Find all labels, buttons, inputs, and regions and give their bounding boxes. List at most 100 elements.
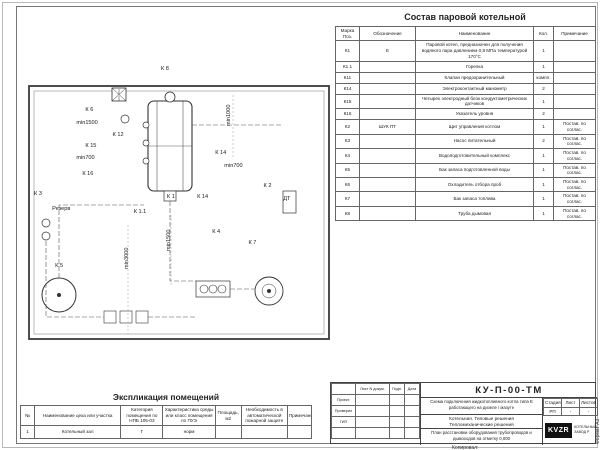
table-cell: Постав. по соглас. [553, 191, 596, 207]
table-cell: Клапан предохранительный [415, 71, 534, 84]
kvzr-logo-text: KVZR [548, 426, 570, 434]
piping-lines [45, 88, 283, 318]
table-cell: К2 [335, 119, 360, 135]
table-cell [359, 60, 416, 73]
table-cell: Указатель уровня [415, 108, 534, 121]
table-cell [389, 394, 405, 406]
table-cell: К3 [335, 133, 360, 150]
table-cell [553, 108, 596, 121]
table-cell: 1 [533, 40, 554, 62]
table-cell [389, 416, 405, 428]
table-cell: К16 [335, 108, 360, 121]
table-cell: К1 [335, 40, 360, 62]
sheet-title: План расстановки оборудования трубопрово… [421, 429, 543, 445]
table-cell [355, 427, 390, 439]
table-cell [359, 108, 416, 121]
table-cell [553, 93, 596, 110]
table-row [331, 427, 420, 439]
boiler-symbol [142, 91, 193, 202]
table-cell: К14 [335, 82, 360, 95]
plan-label: min1500 [165, 229, 172, 251]
table-cell: Бак запаса топлива [415, 191, 534, 207]
table-cell: Четырех электродный блок кондуктометриче… [415, 93, 534, 110]
table-cell: компл. [533, 71, 554, 84]
table-cell: Постав. по соглас. [553, 205, 596, 222]
column-header: Примечание [553, 25, 596, 42]
column-header: Обозначение [359, 25, 416, 42]
chimney-symbol [111, 87, 127, 102]
table-cell: 1 [533, 148, 554, 164]
plan-label: К 14 [197, 193, 209, 200]
column-header: Наименование цеха или участка [34, 404, 122, 427]
scheme-title: Схема подключения жидкотопливного котла … [421, 398, 543, 415]
table-cell [553, 82, 596, 95]
table-cell: норм [162, 425, 216, 440]
table-cell: Е [359, 40, 416, 62]
table-cell [359, 71, 416, 84]
column-header: Подп. [389, 383, 405, 395]
table-cell [404, 394, 420, 406]
column-header: Листов [579, 398, 598, 408]
table-cell [359, 205, 416, 222]
table-cell [286, 425, 313, 440]
pump-symbols [41, 218, 51, 241]
table-cell: Проект. [331, 394, 356, 406]
table-cell [389, 427, 405, 439]
table-cell: 2 [533, 133, 554, 150]
table-row: К15 Четырех электродный блок кондуктометр… [335, 93, 596, 110]
plan-label: К 2 [263, 183, 272, 190]
table-cell [359, 93, 416, 110]
table-cell: 1 [19, 425, 36, 440]
column-header: Примечание [286, 404, 313, 427]
table-cell: Постав. по соглас. [553, 176, 596, 193]
table-cell [404, 427, 420, 439]
project-name-line1: Котельная. Типовые решения [449, 416, 514, 421]
table-cell [355, 416, 390, 428]
kvzr-logo: KVZR [545, 422, 573, 438]
table-cell [355, 405, 390, 417]
water-tank-symbol [41, 277, 77, 313]
table-row: Проверил [331, 405, 420, 417]
table-row: РП-- [543, 406, 598, 417]
plan-label: К 1.1 [133, 208, 147, 215]
plan-label: К 7 [248, 239, 257, 246]
table-cell: К8 [335, 205, 360, 222]
explication-title: Экспликация помещений [112, 392, 220, 402]
plan-label: К 5 [55, 262, 64, 269]
plan-label: min700 [76, 155, 95, 162]
drawing-frame [16, 6, 596, 444]
table-cell: К6 [335, 176, 360, 193]
table-cell: К1.1 [335, 60, 360, 73]
table-row: ГИП [331, 416, 420, 428]
column-header: Необходимость в автоматической пожарной … [240, 404, 288, 427]
table-cell: Постав. по соглас. [553, 148, 596, 164]
plan-label: min1500 [76, 119, 98, 126]
table-cell: 2 [533, 108, 554, 121]
table-cell: 1 [533, 60, 554, 73]
table-row: Проект. [331, 394, 420, 406]
table-cell: К15 [335, 93, 360, 110]
plan-label: Резерв [52, 206, 71, 213]
table-cell [404, 416, 420, 428]
floor-plan-drawing [28, 85, 330, 340]
table-cell: Проверил [331, 405, 356, 417]
table-cell [553, 71, 596, 84]
column-header: Лист [561, 398, 580, 408]
table-cell: Электроконтактный манометр [415, 82, 534, 95]
table-cell [355, 394, 390, 406]
table-cell [331, 427, 356, 439]
